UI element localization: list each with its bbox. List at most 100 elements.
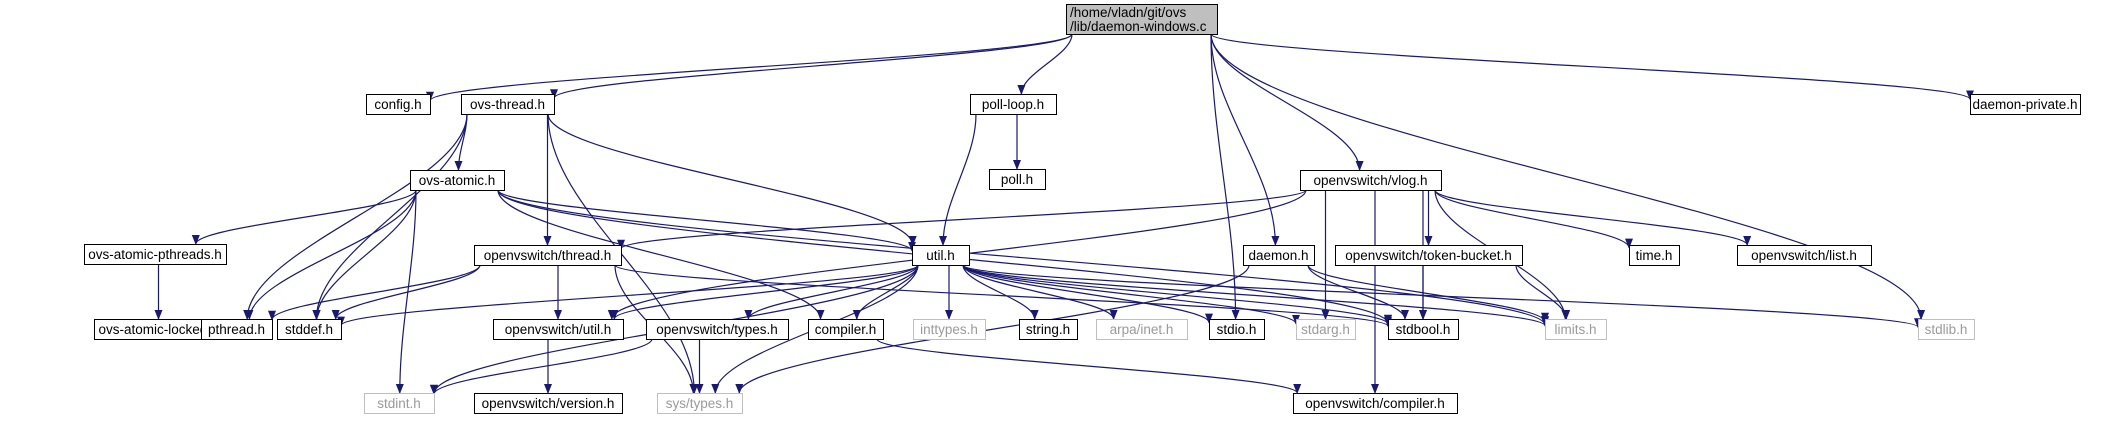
node-box-ovs-thread-h: [461, 94, 555, 115]
node-ovs-thread-h[interactable]: ovs-thread.h: [461, 94, 555, 115]
node-sys-types-h: sys/types.h: [657, 393, 743, 414]
edge-openvswitch-vlog-h-to-time-h: [1434, 189, 1633, 249]
node-label-stddef-h: stddef.h: [285, 322, 333, 337]
node-label-openvswitch-types-h: openvswitch/types.h: [656, 322, 778, 337]
node-label-ovs-atomic-locked-h: ovs-atomic-locked.h: [98, 322, 218, 337]
node-box-openvswitch-thread-h: [474, 245, 622, 266]
edge-poll-loop-h-to-util-h: [939, 113, 977, 246]
node-stdio-h[interactable]: stdio.h: [1209, 319, 1265, 340]
node-pthread-h[interactable]: pthread.h: [201, 319, 273, 340]
node-inttypes-h: inttypes.h: [913, 319, 986, 340]
node-label-poll-loop-h: poll-loop.h: [982, 97, 1044, 112]
node-box-openvswitch-version-h: [474, 393, 623, 414]
node-box-sys-types-h: [657, 393, 743, 414]
node-box-util-h: [912, 245, 970, 266]
node-label-stdint-h: stdint.h: [377, 396, 421, 411]
edge-ovs-thread-h-to-stddef-h: [312, 113, 468, 320]
node-openvswitch-types-h[interactable]: openvswitch/types.h: [646, 319, 789, 340]
edge-root-to-poll-loop-h: [1017, 33, 1073, 95]
node-openvswitch-token-bucket-h[interactable]: openvswitch/token-bucket.h: [1335, 245, 1523, 266]
node-ovs-atomic-pthreads-h[interactable]: ovs-atomic-pthreads.h: [84, 244, 227, 265]
node-openvswitch-compiler-h[interactable]: openvswitch/compiler.h: [1293, 393, 1458, 414]
node-openvswitch-version-h[interactable]: openvswitch/version.h: [474, 393, 623, 414]
node-label-openvswitch-util-h: openvswitch/util.h: [505, 322, 612, 337]
node-stdbool-h[interactable]: stdbool.h: [1388, 319, 1459, 340]
node-openvswitch-list-h[interactable]: openvswitch/list.h: [1737, 245, 1872, 266]
node-box-inttypes-h: [913, 319, 986, 340]
node-label-stdbool-h: stdbool.h: [1396, 322, 1451, 337]
node-box-limits-h: [1545, 319, 1607, 340]
node-time-h[interactable]: time.h: [1629, 245, 1680, 266]
node-box-arpa-inet-h: [1096, 319, 1188, 340]
edges-layer: [154, 33, 1974, 396]
nodes-layer: /home/vladn/git/ovs/lib/daemon-windows.c…: [84, 4, 2081, 414]
node-label-stdarg-h: stdarg.h: [1301, 322, 1350, 337]
edge-root-to-daemon-private-h: [1210, 33, 1974, 101]
edge-ovs-atomic-h-to-compiler-h: [497, 189, 825, 320]
edge-root-to-ovs-thread-h: [550, 33, 1073, 100]
edge-util-h-to-string-h: [962, 264, 1039, 320]
edge-openvswitch-thread-h-to-pthread-h: [268, 264, 481, 321]
node-daemon-h[interactable]: daemon.h: [1243, 245, 1315, 266]
edge-openvswitch-vlog-h-to-openvswitch-list-h: [1434, 189, 1752, 246]
edge-ovs-atomic-h-to-limits-h: [497, 189, 1549, 327]
node-daemon-private-h[interactable]: daemon-private.h: [1970, 94, 2081, 115]
node-label-limits-h: limits.h: [1554, 322, 1596, 337]
node-root[interactable]: /home/vladn/git/ovs/lib/daemon-windows.c: [1066, 4, 1218, 35]
node-box-openvswitch-compiler-h: [1293, 393, 1458, 414]
node-compiler-h[interactable]: compiler.h: [808, 319, 884, 340]
node-box-openvswitch-types-h: [646, 319, 789, 340]
node-openvswitch-util-h[interactable]: openvswitch/util.h: [493, 319, 624, 340]
node-box-openvswitch-vlog-h: [1300, 170, 1442, 191]
edge-daemon-h-to-stdbool-h: [1307, 264, 1409, 320]
edge-openvswitch-thread-h-to-stdbool-h: [614, 264, 1392, 328]
node-string-h[interactable]: string.h: [1019, 319, 1078, 340]
node-label-openvswitch-compiler-h: openvswitch/compiler.h: [1305, 396, 1445, 411]
node-box-stdlib-h: [1918, 319, 1975, 340]
edge-openvswitch-types-h-to-stdint-h: [430, 338, 653, 396]
node-box-ovs-atomic-h: [410, 170, 505, 191]
node-label-inttypes-h: inttypes.h: [920, 322, 978, 337]
node-box-stddef-h: [277, 319, 342, 340]
node-openvswitch-thread-h[interactable]: openvswitch/thread.h: [474, 245, 622, 266]
node-box-openvswitch-token-bucket-h: [1335, 245, 1523, 266]
node-openvswitch-vlog-h[interactable]: openvswitch/vlog.h: [1300, 170, 1442, 191]
node-box-root: [1066, 4, 1218, 35]
node-poll-h[interactable]: poll.h: [989, 169, 1046, 190]
node-label-openvswitch-list-h: openvswitch/list.h: [1751, 248, 1857, 263]
node-box-openvswitch-list-h: [1737, 245, 1872, 266]
node-util-h[interactable]: util.h: [912, 245, 970, 266]
node-box-stdarg-h: [1296, 319, 1356, 340]
node-config-h[interactable]: config.h: [366, 94, 431, 115]
node-box-poll-loop-h: [970, 94, 1057, 115]
node-label-daemon-h: daemon.h: [1248, 248, 1308, 263]
node-label-config-h: config.h: [374, 97, 421, 112]
node-box-time-h: [1629, 245, 1680, 266]
edge-root-to-daemon-h: [1210, 33, 1280, 246]
node-stddef-h[interactable]: stddef.h: [277, 319, 342, 340]
edge-ovs-thread-h-to-pthread-h: [243, 113, 468, 320]
node-poll-loop-h[interactable]: poll-loop.h: [970, 94, 1057, 115]
root-label-line-2: /lib/daemon-windows.c: [1070, 19, 1207, 34]
edge-root-to-stdlib-h: [1210, 33, 1926, 320]
edge-compiler-h-to-openvswitch-compiler-h: [876, 338, 1301, 394]
node-ovs-atomic-locked-h[interactable]: ovs-atomic-locked.h: [94, 319, 224, 340]
node-label-arpa-inet-h: arpa/inet.h: [1110, 322, 1174, 337]
edge-util-h-to-openvswitch-util-h: [610, 264, 919, 320]
node-label-stdio-h: stdio.h: [1217, 322, 1257, 337]
node-arpa-inet-h: arpa/inet.h: [1096, 319, 1188, 340]
node-box-poll-h: [989, 169, 1046, 190]
edge-util-h-to-openvswitch-types-h: [744, 264, 919, 320]
edge-util-h-to-compiler-h: [852, 264, 919, 320]
node-label-time-h: time.h: [1636, 248, 1673, 263]
node-box-openvswitch-util-h: [493, 319, 624, 340]
node-label-compiler-h: compiler.h: [815, 322, 877, 337]
node-box-daemon-h: [1243, 245, 1315, 266]
node-label-pthread-h: pthread.h: [208, 322, 265, 337]
edge-daemon-h-to-limits-h: [1307, 264, 1549, 323]
node-ovs-atomic-h[interactable]: ovs-atomic.h: [410, 170, 505, 191]
node-limits-h: limits.h: [1545, 319, 1607, 340]
edge-ovs-atomic-h-to-util-h: [497, 189, 916, 252]
node-box-string-h: [1019, 319, 1078, 340]
